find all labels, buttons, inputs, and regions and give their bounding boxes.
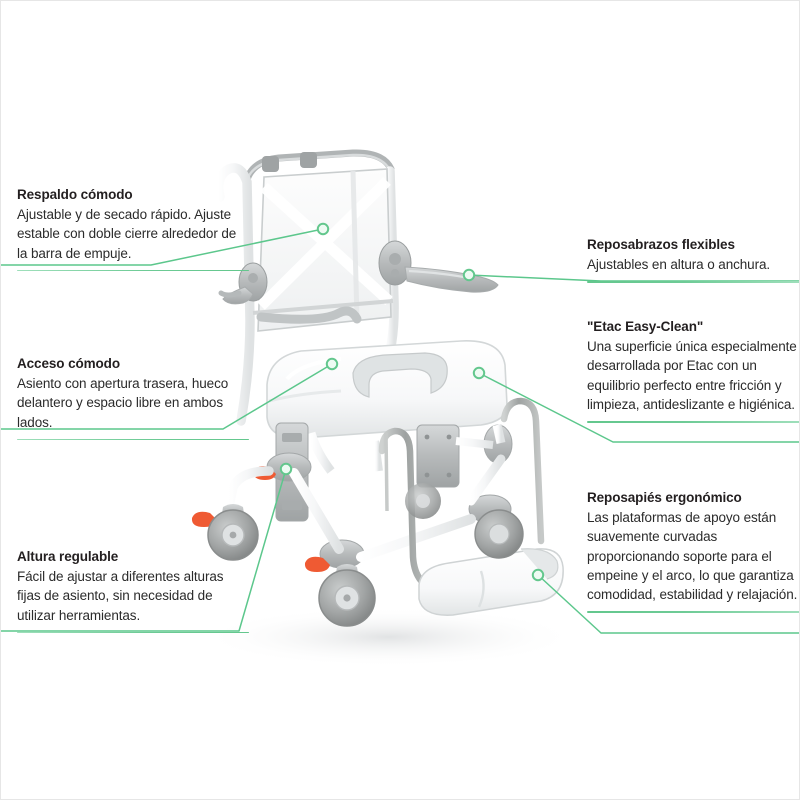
callout-title: Acceso cómodo bbox=[17, 356, 120, 371]
frame-tube-right-diagonal bbox=[466, 454, 506, 506]
callout-title: Reposapiés ergonómico bbox=[587, 490, 742, 505]
frame-tube-seat-front-right bbox=[492, 424, 506, 444]
floor-shadow bbox=[199, 607, 579, 667]
backrest-strap-vertical bbox=[350, 170, 360, 320]
callout-rule-respaldo-comodo bbox=[17, 269, 249, 272]
height-adjust-block-right bbox=[416, 424, 460, 488]
callout-title: Reposabrazos flexibles bbox=[587, 237, 735, 252]
armrest-right bbox=[378, 240, 499, 293]
callout-body: Asiento con apertura trasera, hueco dela… bbox=[17, 376, 229, 430]
callout-rule-reposabrazos-flexibles bbox=[587, 281, 799, 283]
backrest-clamp-right bbox=[300, 152, 317, 168]
callout-etac-easy-clean: "Etac Easy-Clean" Una superficie única e… bbox=[587, 317, 799, 423]
frame-tube-bottom-cross bbox=[356, 514, 476, 562]
callout-body: Una superficie única especialmente desar… bbox=[587, 339, 797, 412]
frame-tube-seat-left bbox=[306, 431, 335, 474]
armrest-lever-left bbox=[218, 290, 242, 298]
callout-body: Fácil de ajustar a diferentes alturas fi… bbox=[17, 569, 224, 623]
seat-aperture bbox=[352, 352, 448, 398]
callout-body: Ajustables en altura o anchura. bbox=[587, 257, 771, 273]
backrest-assembly bbox=[213, 149, 399, 426]
callout-title: Respaldo cómodo bbox=[17, 187, 133, 202]
callout-altura-regulable: Altura regulable Fácil de ajustar a dife… bbox=[17, 547, 249, 634]
callout-acceso-comodo: Acceso cómodo Asiento con apertura trase… bbox=[17, 354, 249, 441]
callout-body: Las plataformas de apoyo están suavement… bbox=[587, 510, 798, 603]
frame-tube-mid-vertical bbox=[371, 440, 383, 472]
callout-title: Altura regulable bbox=[17, 549, 119, 564]
callout-reposapies-ergonomico: Reposapiés ergonómico Las plataformas de… bbox=[587, 488, 799, 613]
backrest-lower-lever bbox=[256, 306, 362, 324]
footplate-curve-line bbox=[477, 570, 485, 608]
callout-body: Ajustable y de secado rápido. Ajuste est… bbox=[17, 207, 237, 261]
callout-reposabrazos-flexibles: Reposabrazos flexibles Ajustables en alt… bbox=[587, 235, 799, 283]
backrest-strap-x2 bbox=[257, 177, 391, 310]
callout-rule-etac-easy-clean bbox=[587, 421, 799, 423]
castor-rear-right bbox=[474, 509, 524, 559]
backrest-bottom-bar bbox=[252, 299, 394, 315]
backrest-clamp-left bbox=[262, 156, 279, 172]
callout-respaldo-comodo: Respaldo cómodo Ajustable y de secado rá… bbox=[17, 185, 249, 272]
frame-tube-right-upper bbox=[455, 437, 494, 449]
castor-front-left bbox=[318, 564, 376, 627]
callout-rule-acceso-comodo bbox=[17, 438, 249, 441]
brake-lever-left-front bbox=[304, 556, 330, 572]
castor-front-right bbox=[405, 483, 441, 519]
footrest-support-tube bbox=[384, 432, 389, 512]
footplate bbox=[418, 548, 564, 616]
callout-title: "Etac Easy-Clean" bbox=[587, 319, 704, 334]
callout-rule-reposapies-ergonomico bbox=[587, 611, 799, 613]
frame-tube-left-lower bbox=[289, 468, 344, 554]
callout-rule-altura-regulable bbox=[17, 631, 249, 634]
